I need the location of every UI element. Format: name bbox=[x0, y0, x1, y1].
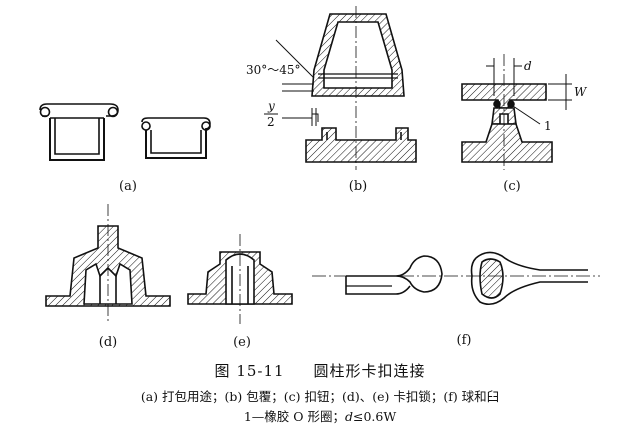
panel-b-drawing bbox=[275, 6, 417, 170]
technical-drawing: (a) (b) (c) (d) (e) (f) 30°～45° y 2 d W … bbox=[39, 6, 600, 350]
note-variable: d bbox=[344, 409, 353, 424]
panel-d-drawing bbox=[45, 204, 171, 324]
figure-number: 图 15-11 bbox=[214, 362, 285, 380]
panel-label-b: (b) bbox=[349, 179, 367, 194]
note-prefix: 1—橡胶 O 形圈； bbox=[243, 409, 345, 424]
figure-title: 圆柱形卡扣连接 bbox=[313, 362, 426, 380]
angle-annotation: 30°～45° bbox=[246, 63, 301, 77]
panel-label-c: (c) bbox=[503, 179, 520, 194]
panel-e-drawing bbox=[187, 234, 293, 324]
panel-label-a: (a) bbox=[119, 179, 137, 194]
panel-f-drawing bbox=[312, 251, 600, 306]
y-denominator-label: 2 bbox=[267, 115, 275, 129]
panel-c-drawing bbox=[461, 54, 572, 170]
dim-w-label: W bbox=[574, 85, 588, 99]
y-numerator-label: y bbox=[267, 99, 275, 113]
panel-a-drawing bbox=[39, 103, 211, 161]
dim-d-label: d bbox=[524, 59, 532, 73]
panel-label-f: (f) bbox=[457, 333, 472, 348]
callout-1-label: 1 bbox=[544, 119, 552, 133]
figure-caption-legend: (a) 打包用途；(b) 包覆；(c) 扣钮；(d)、(e) 卡扣锁；(f) 球… bbox=[140, 389, 500, 404]
figure-caption-title: 图 15-11 圆柱形卡扣连接 bbox=[0, 360, 640, 381]
note-suffix: ≤0.6W bbox=[352, 409, 397, 424]
panel-label-e: (e) bbox=[233, 335, 251, 350]
figure-caption-note: 1—橡胶 O 形圈；d≤0.6W bbox=[0, 406, 640, 425]
panel-label-d: (d) bbox=[99, 335, 117, 350]
